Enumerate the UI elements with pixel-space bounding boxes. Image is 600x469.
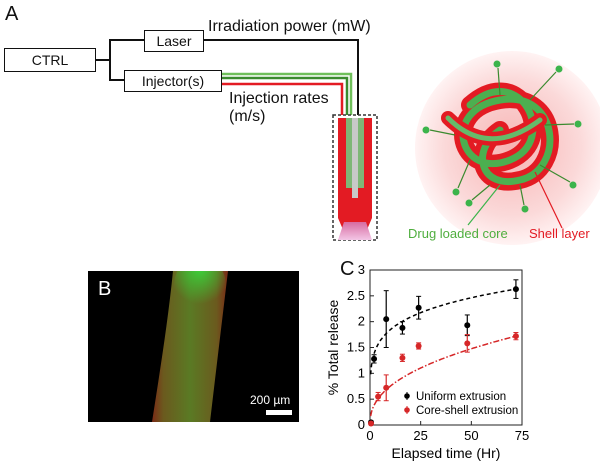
x-tick-label: 50 xyxy=(464,428,478,443)
fit-curve xyxy=(369,335,516,417)
y-tick-label: 1 xyxy=(358,365,365,380)
y-tick-label: 1.5 xyxy=(347,340,365,355)
data-point xyxy=(415,304,422,311)
data-point xyxy=(371,355,378,362)
injection-rates-unit-label: (m/s) xyxy=(229,108,266,125)
y-tick-label: 0 xyxy=(358,417,365,432)
y-tick-label: 2.5 xyxy=(347,288,365,303)
fiber-knot-illustration xyxy=(415,51,600,245)
shell-layer-label: Shell layer xyxy=(529,226,590,241)
data-point xyxy=(512,333,519,340)
x-axis-label: Elapsed time (Hr) xyxy=(392,445,501,461)
control-wires xyxy=(95,39,359,115)
data-point xyxy=(399,354,406,361)
legend-marker xyxy=(404,407,410,413)
y-tick-label: 3 xyxy=(358,262,365,277)
ctrl-box: CTRL xyxy=(4,48,96,72)
laser-box: Laser xyxy=(144,30,204,52)
injection-rates-label: Injection rates xyxy=(229,90,329,107)
data-point xyxy=(512,286,519,293)
data-point xyxy=(415,342,422,349)
fluorescence-micrograph xyxy=(88,271,299,422)
scale-bar-label: 200 µm xyxy=(250,393,291,407)
data-point xyxy=(368,420,375,427)
drug-core-label: Drug loaded core xyxy=(408,226,508,241)
panel-c-label: C xyxy=(340,258,355,280)
injection-lines xyxy=(222,72,353,115)
data-point xyxy=(464,340,471,347)
x-tick-label: 25 xyxy=(413,428,427,443)
scale-bar xyxy=(266,410,292,415)
x-tick-label: 75 xyxy=(515,428,529,443)
panel-b-label: B xyxy=(98,278,112,300)
data-point xyxy=(383,384,390,391)
y-axis-label: % Total release xyxy=(325,300,341,396)
data-point xyxy=(375,393,382,400)
injector-box: Injector(s) xyxy=(124,70,222,92)
y-tick-label: 0.5 xyxy=(347,391,365,406)
data-point xyxy=(399,324,406,331)
fit-curve xyxy=(369,288,516,375)
panel-a-label: A xyxy=(5,3,19,25)
legend-label: Uniform extrusion xyxy=(416,391,506,403)
legend-label: Core-shell extrusion xyxy=(416,405,518,417)
irradiation-power-label: Irradiation power (mW) xyxy=(208,18,371,35)
legend-marker xyxy=(404,393,410,399)
y-tick-label: 2 xyxy=(358,314,365,329)
nozzle xyxy=(332,114,378,241)
data-point xyxy=(383,316,390,323)
data-point xyxy=(464,322,471,329)
x-tick-label: 0 xyxy=(366,428,373,443)
